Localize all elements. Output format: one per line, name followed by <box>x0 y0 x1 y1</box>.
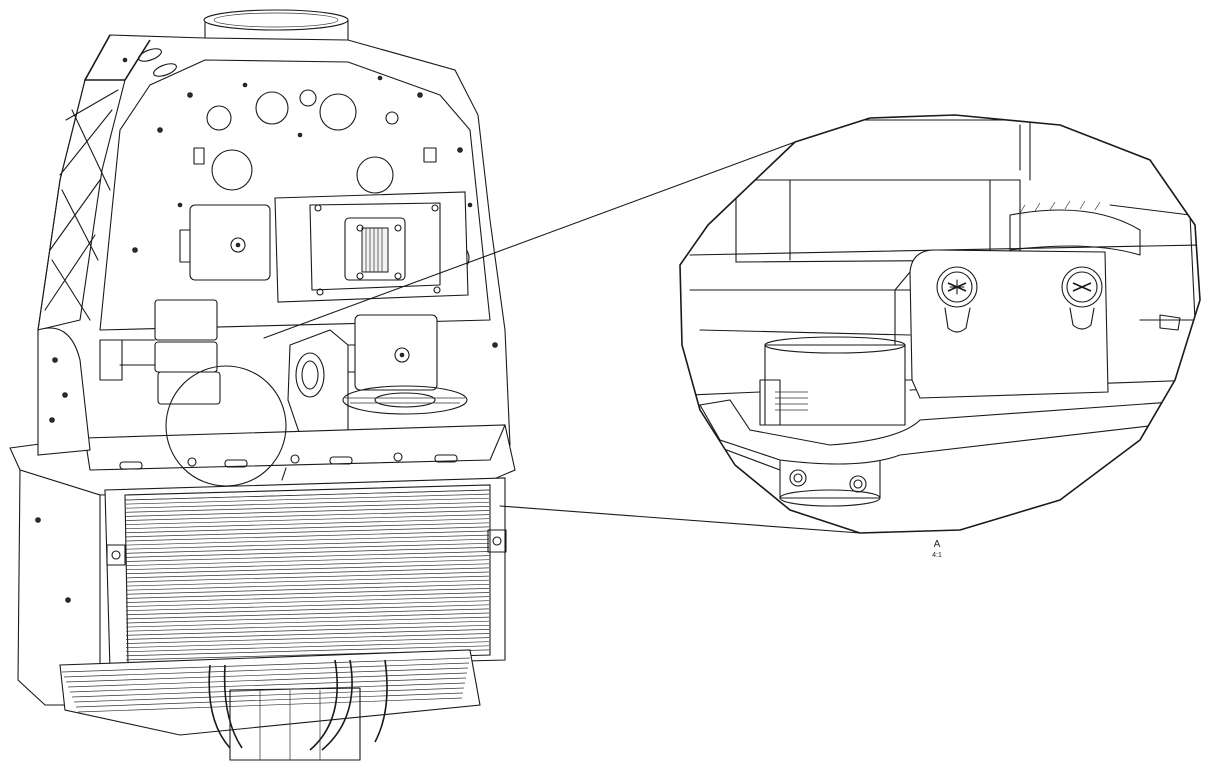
vent-slots <box>138 48 177 77</box>
detail-letter: A <box>933 539 941 550</box>
radiator-fin <box>125 493 490 505</box>
radiator-fin <box>125 575 490 587</box>
heatsink-fin <box>69 677 467 693</box>
heatsink-fin <box>75 692 464 708</box>
radiator-fin <box>125 547 490 558</box>
radiator-fin <box>125 592 490 603</box>
stepper-stack <box>99 299 221 405</box>
detail-view-label: A 4:1 <box>926 539 948 560</box>
base-plate-slots <box>119 452 458 470</box>
leader-lines <box>263 141 861 534</box>
detail-circle <box>165 365 287 487</box>
radiator-fin <box>125 551 490 562</box>
fixture-assembly <box>9 9 516 761</box>
motor-left <box>179 204 271 281</box>
heatsink-fin <box>73 687 465 703</box>
radiator-fin <box>125 629 490 640</box>
radiator-fin <box>125 510 490 521</box>
heatsink-fin <box>71 682 466 698</box>
radiator-fin <box>125 530 490 542</box>
gobo-wheel <box>342 385 468 415</box>
heatsink-fin <box>65 667 469 683</box>
radiator-fin <box>125 555 490 566</box>
detail-view-a <box>679 114 1201 534</box>
bracket-screws <box>936 266 1103 333</box>
bottom-heatsink <box>59 649 481 761</box>
radiator-fin <box>125 637 490 648</box>
radiator-fin <box>125 620 490 632</box>
radiator-fin <box>125 497 490 509</box>
radiator-fin <box>125 567 490 579</box>
radiator-fin <box>125 514 490 525</box>
radiator-fin <box>125 571 490 583</box>
radiator-fin <box>125 579 490 591</box>
heatsink-fin <box>63 662 470 678</box>
side-panel <box>37 34 151 331</box>
radiator-fin <box>125 633 490 644</box>
radiator-fin <box>125 501 490 513</box>
detail-scale: 4:1 <box>932 552 942 559</box>
radiator-fin <box>125 645 490 657</box>
radiator-fin <box>125 542 490 554</box>
radiator-fin <box>125 506 490 517</box>
radiator-fin <box>125 604 490 616</box>
heatsink-fin <box>61 657 471 673</box>
front-plate <box>99 59 491 331</box>
shutter-cover <box>274 191 469 303</box>
radiator-fin <box>125 563 490 575</box>
motor-right <box>345 314 438 391</box>
radiator-fin <box>125 518 490 530</box>
radiator-fin <box>125 616 490 628</box>
radiator-fin <box>125 600 490 612</box>
heatsink-fin <box>77 697 463 713</box>
radiator-fin <box>125 489 490 501</box>
radiator-fin <box>125 522 490 534</box>
radiator-fin <box>125 538 490 550</box>
radiator-fin <box>125 608 490 620</box>
detail-boundary <box>679 114 1201 534</box>
radiator <box>104 477 507 671</box>
radiator-fin <box>125 583 490 595</box>
radiator-fin <box>125 534 490 546</box>
radiator-fin <box>125 612 490 624</box>
radiator-fin <box>125 588 490 599</box>
radiator-fin <box>125 559 490 571</box>
side-yoke <box>17 327 101 706</box>
detail-contents <box>680 115 1200 533</box>
radiator-fin <box>125 624 490 636</box>
radiator-fin <box>125 641 490 653</box>
lens-holder <box>287 329 349 436</box>
heatsink-fin <box>67 672 468 688</box>
radiator-fin <box>125 526 490 538</box>
radiator-fin <box>125 596 490 607</box>
